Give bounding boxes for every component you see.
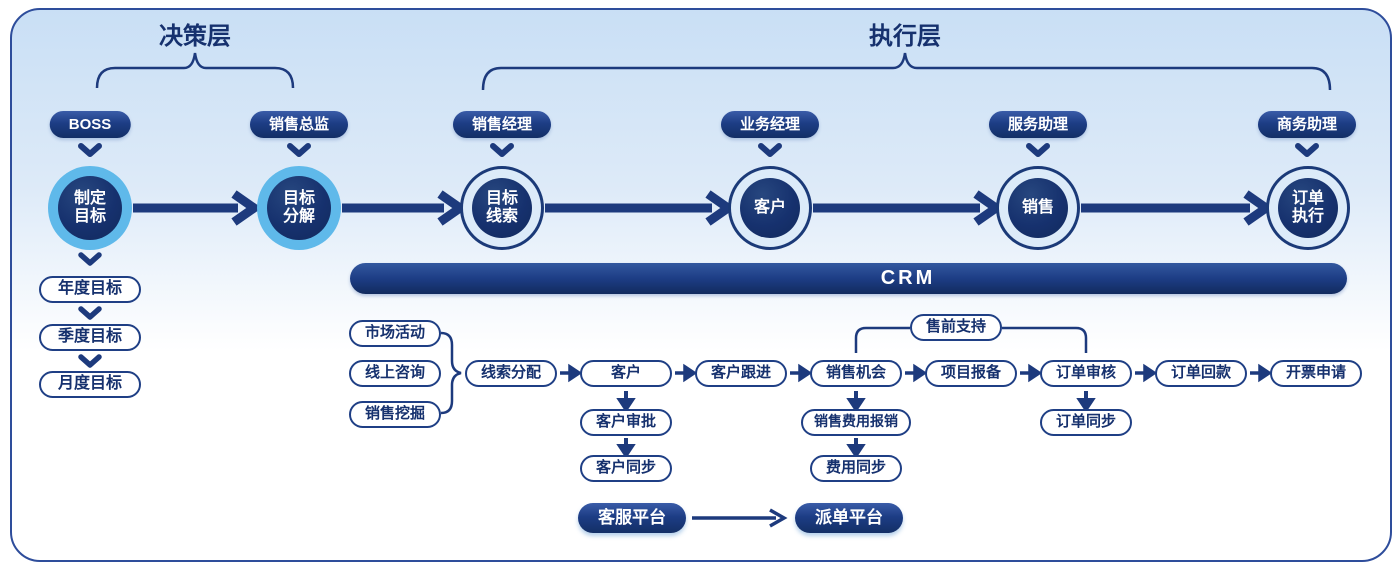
crm-bar: CRM [350, 263, 1347, 294]
sub-pill-order-sync: 订单同步 [1040, 409, 1132, 436]
stage-label: 制定 目标 [58, 176, 122, 240]
role-pill-boss: BOSS [49, 111, 131, 138]
stage-label: 目标 分解 [267, 176, 331, 240]
sub-pill-expense-sync: 费用同步 [810, 455, 902, 482]
sub-pill-expense-claim: 销售费用报销 [801, 409, 911, 436]
stage-circle-set-goals: 制定 目标 [48, 166, 132, 250]
goal-pill-quarterly: 季度目标 [39, 324, 141, 351]
execution-layer-title: 执行层 [869, 23, 941, 50]
flow-pill-sales-opportunity: 销售机会 [810, 360, 902, 387]
stage-circle-customer: 客户 [728, 166, 812, 250]
flow-pill-order-review: 订单审核 [1040, 360, 1132, 387]
source-pill-online-consult: 线上咨询 [349, 360, 441, 387]
role-pill-commerce-assistant: 商务助理 [1257, 111, 1357, 138]
goal-pill-annual: 年度目标 [39, 276, 141, 303]
sub-pill-customer-approval: 客户审批 [580, 409, 672, 436]
decision-layer-title: 决策层 [159, 23, 231, 50]
source-pill-marketing: 市场活动 [349, 320, 441, 347]
role-pill-business-manager: 业务经理 [720, 111, 820, 138]
goal-pill-monthly: 月度目标 [39, 371, 141, 398]
flow-pill-customer: 客户 [580, 360, 672, 387]
stage-label: 目标 线索 [472, 178, 532, 238]
sub-pill-customer-sync: 客户同步 [580, 455, 672, 482]
platform-pill-service: 客服平台 [578, 503, 686, 533]
stage-circle-goal-leads: 目标 线索 [460, 166, 544, 250]
role-pill-sales-director: 销售总监 [249, 111, 349, 138]
stage-circle-sales: 销售 [996, 166, 1080, 250]
source-pill-sales-mining: 销售挖掘 [349, 401, 441, 428]
platform-pill-dispatch: 派单平台 [795, 503, 903, 533]
stage-circle-goal-split: 目标 分解 [257, 166, 341, 250]
role-pill-sales-manager: 销售经理 [452, 111, 552, 138]
flow-pill-project-filing: 项目报备 [925, 360, 1017, 387]
stage-circle-order-execution: 订单 执行 [1266, 166, 1350, 250]
stage-label: 客户 [740, 178, 800, 238]
stage-label: 订单 执行 [1278, 178, 1338, 238]
stage-label: 销售 [1008, 178, 1068, 238]
flow-pill-customer-followup: 客户跟进 [695, 360, 787, 387]
flow-pill-order-payment: 订单回款 [1155, 360, 1247, 387]
role-pill-service-assistant: 服务助理 [988, 111, 1088, 138]
flow-pill-invoice-request: 开票申请 [1270, 360, 1362, 387]
presale-support-pill: 售前支持 [910, 314, 1002, 341]
crm-label: CRM [880, 267, 936, 289]
flow-pill-lead-assign: 线索分配 [465, 360, 557, 387]
